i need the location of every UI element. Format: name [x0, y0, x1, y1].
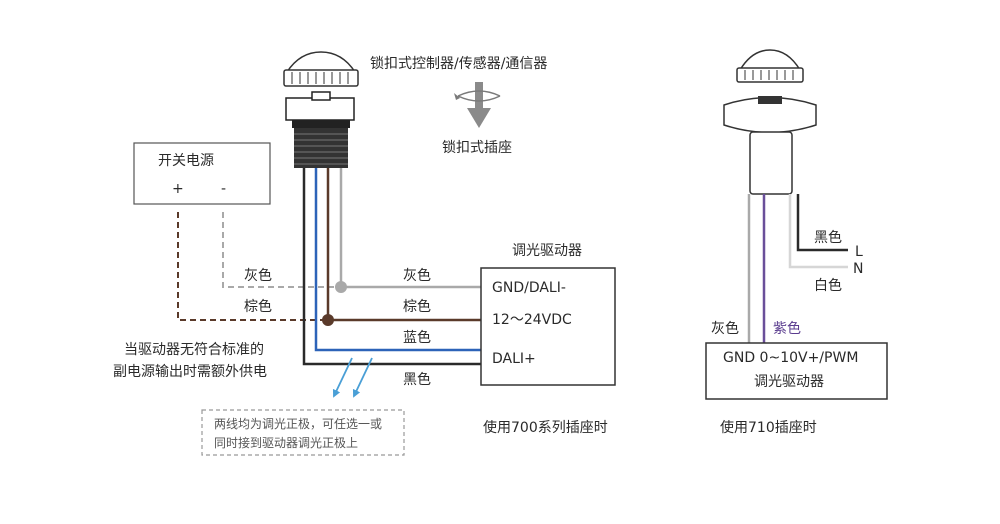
- right-purple-label: 紫色: [773, 320, 801, 337]
- psu-gray-dashed-wire: [222, 212, 341, 288]
- terminal-gnd-dali: GND/DALI-: [492, 280, 566, 296]
- gray-junction: [335, 281, 347, 293]
- brown-wire: [326, 168, 481, 322]
- right-driver-title: 调光驱动器: [754, 374, 824, 390]
- gray-wire-label: 灰色: [403, 267, 431, 284]
- psu-brown-dashed-wire: [177, 212, 328, 321]
- right-L-label: L: [855, 244, 863, 260]
- right-N-label: N: [853, 261, 863, 277]
- power-supply: 开关电源 + -: [133, 142, 271, 205]
- right-driver-box: GND 0~10V+/PWM 调光驱动器: [705, 342, 888, 400]
- psu-brown-label: 棕色: [244, 298, 272, 315]
- terminal-12-24vdc: 12～24VDC: [492, 312, 572, 328]
- lock-controller-module: [283, 51, 359, 87]
- right-caption: 使用710插座时: [720, 419, 817, 436]
- socket-label: 锁扣式插座: [442, 140, 512, 156]
- brown-wire-label: 棕色: [403, 298, 431, 315]
- module-label: 锁扣式控制器/传感器/通信器: [370, 55, 547, 72]
- right-white-wire: [788, 194, 848, 269]
- power-supply-title: 开关电源: [158, 153, 214, 169]
- black-wire: [302, 168, 481, 366]
- psu-minus-label: -: [221, 181, 226, 197]
- right-black-wire: [796, 194, 848, 252]
- pointer-arrow-2: [352, 357, 373, 398]
- right-black-label: 黑色: [814, 229, 842, 246]
- psu-gray-label: 灰色: [244, 267, 272, 284]
- left-driver-box: GND/DALI- 12～24VDC DALI+: [480, 267, 616, 386]
- right-driver-terminals: GND 0~10V+/PWM: [723, 350, 858, 366]
- dashed-note-line-1: 两线均为调光正极，可任选一或: [214, 417, 382, 431]
- dashed-note-line-2: 同时接到驱动器调光正极上: [214, 435, 358, 450]
- psu-plus-label: +: [172, 181, 184, 197]
- lock-socket: [285, 91, 355, 168]
- left-driver-title: 调光驱动器: [512, 243, 582, 259]
- black-wire-label: 黑色: [403, 371, 431, 388]
- pointer-arrow-1: [332, 357, 353, 398]
- terminal-dali-plus: DALI+: [492, 351, 536, 367]
- right-gray-label: 灰色: [711, 320, 739, 337]
- left-caption: 使用700系列插座时: [483, 419, 608, 436]
- dashed-note-box: 两线均为调光正极，可任选一或 同时接到驱动器调光正极上: [201, 409, 405, 456]
- note-line-1: 当驱动器无符合标准的: [124, 342, 264, 358]
- rotate-insert-icon: [454, 82, 501, 128]
- brown-junction: [322, 314, 334, 326]
- right-white-label: 白色: [814, 277, 842, 294]
- blue-wire: [314, 168, 481, 352]
- note-line-2: 副电源输出时需额外供电: [113, 364, 267, 380]
- right-controller-module: [736, 49, 804, 83]
- blue-wire-label: 蓝色: [403, 329, 431, 346]
- right-socket-710: [723, 96, 817, 195]
